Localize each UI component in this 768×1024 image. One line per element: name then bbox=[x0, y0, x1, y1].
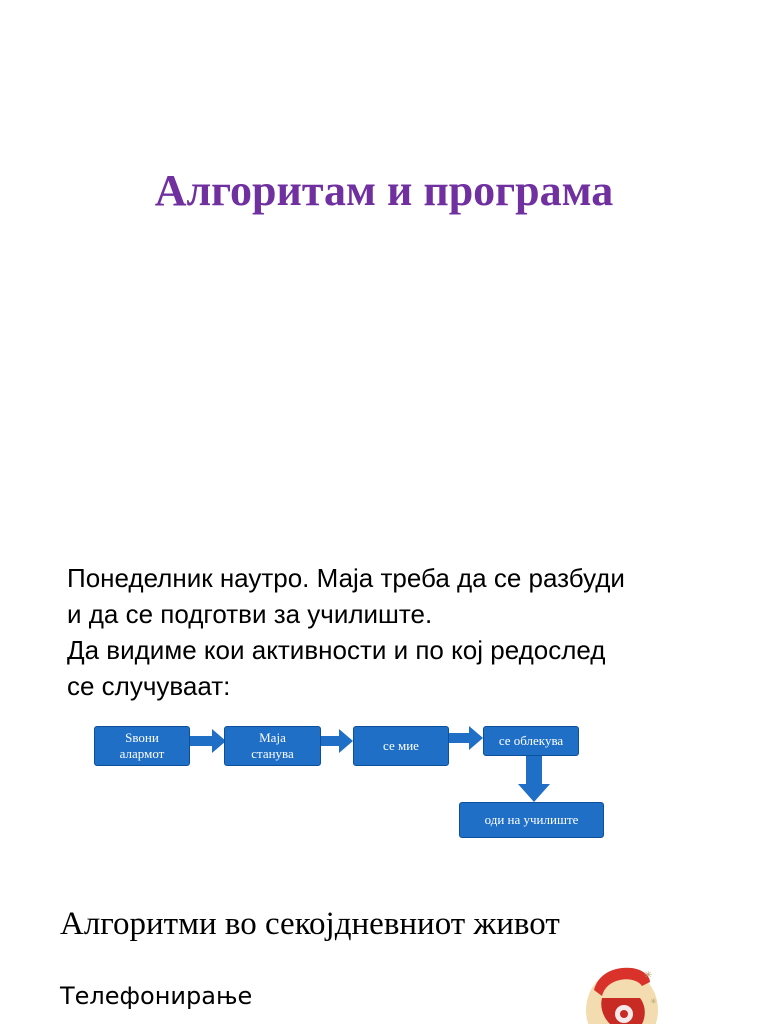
flow-step-alarm: Ѕвони алармот bbox=[94, 726, 190, 766]
telephone-icon: ✳ ✳ bbox=[586, 967, 658, 1024]
slide-title: Алгоритам и програма bbox=[154, 166, 614, 215]
flow-step-wash-label: се мие bbox=[383, 738, 419, 753]
flow-step-dress-label: се облекува bbox=[498, 733, 564, 748]
svg-text:✳: ✳ bbox=[644, 970, 652, 981]
intro-line-3: Да видиме кои активности и по кој редосл… bbox=[67, 635, 606, 665]
flow-step-go-to-school: оди на училиште bbox=[459, 802, 604, 838]
section-item: Телефонирање bbox=[60, 982, 253, 1010]
flow-step-wake-up-line1: Маја bbox=[259, 730, 286, 745]
flow-step-dress: се облекува bbox=[483, 726, 579, 756]
flow-step-wake-up-line2: станува bbox=[251, 746, 294, 761]
flow-step-alarm-line2: алармот bbox=[119, 746, 165, 761]
arrow-3 bbox=[449, 726, 483, 750]
intro-line-4: се случуваат: bbox=[67, 671, 231, 701]
section-title: Алгоритми во секојдневниот живот bbox=[60, 906, 560, 942]
flow-step-wash: се мие bbox=[353, 726, 449, 766]
intro-line-2: и да се подготви за училиште. bbox=[67, 599, 433, 629]
arrow-down bbox=[518, 756, 550, 802]
flow-step-alarm-line1: Ѕвони bbox=[125, 730, 159, 745]
arrow-1 bbox=[190, 729, 226, 753]
intro-paragraph: Понеделник наутро. Маја треба да се разб… bbox=[67, 560, 727, 704]
arrow-2 bbox=[321, 729, 353, 753]
flow-step-wake-up: Маја станува bbox=[224, 726, 321, 766]
flow-step-go-to-school-label: оди на училиште bbox=[484, 812, 579, 827]
intro-line-1: Понеделник наутро. Маја треба да се разб… bbox=[67, 563, 625, 593]
svg-text:✳: ✳ bbox=[650, 997, 657, 1006]
